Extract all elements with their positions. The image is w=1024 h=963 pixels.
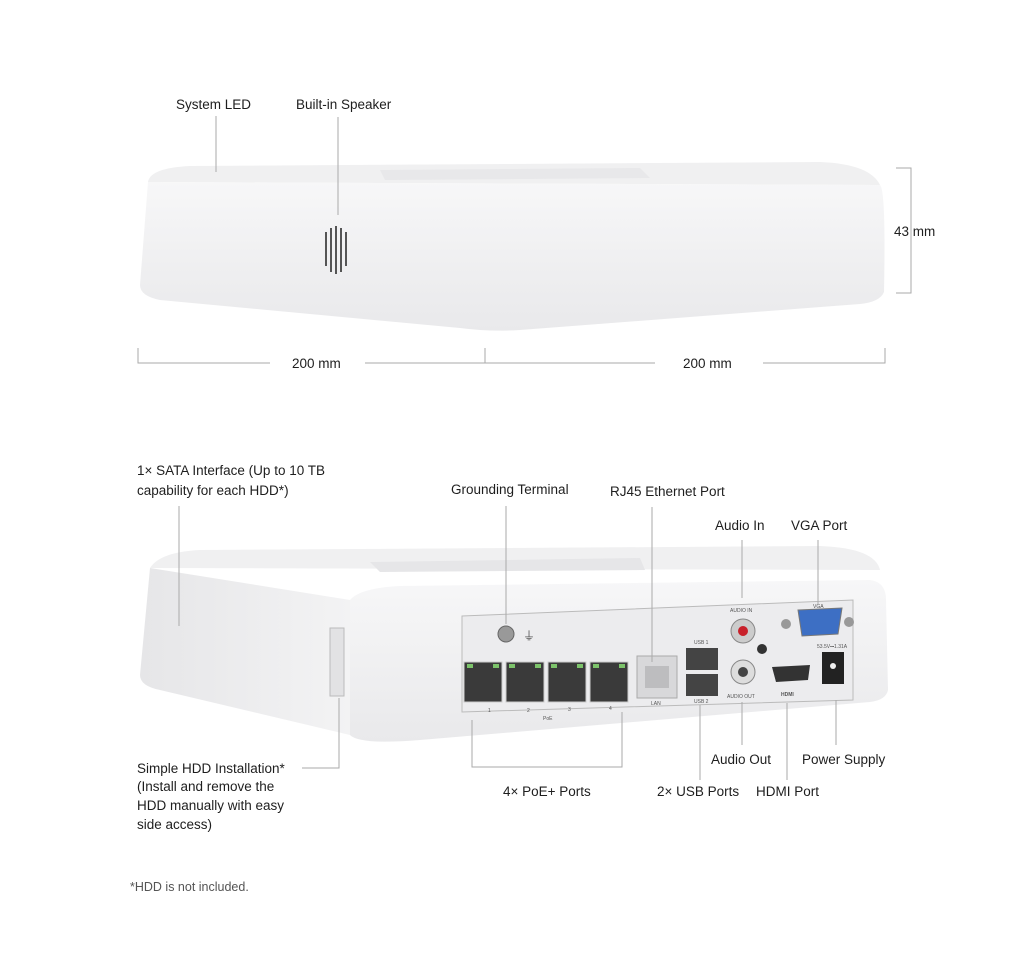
- label-sata-2: capability for each HDD*): [137, 483, 289, 498]
- marking-usb1: USB 1: [694, 640, 709, 646]
- marking-audio-in: AUDIO IN: [730, 608, 753, 614]
- marking-poe: PoE: [543, 716, 553, 722]
- label-audio-in: Audio In: [715, 518, 765, 533]
- poe-port-2: [505, 661, 545, 703]
- port-led-icon: [619, 664, 625, 668]
- port-led-icon: [577, 664, 583, 668]
- label-usb-ports: 2× USB Ports: [657, 784, 740, 799]
- marking-lan: LAN: [651, 701, 661, 707]
- speaker-grille-icon: [325, 226, 347, 274]
- ground-symbol-icon: ⏚: [523, 629, 535, 643]
- rear-leader-lines: [178, 506, 837, 780]
- label-system-led: System LED: [176, 97, 252, 112]
- label-rj45: RJ45 Ethernet Port: [610, 484, 725, 499]
- label-poe-ports: 4× PoE+ Ports: [503, 784, 591, 799]
- usb2-port: [686, 674, 718, 696]
- label-audio-out: Audio Out: [711, 752, 772, 767]
- label-vga: VGA Port: [791, 518, 848, 533]
- port-led-icon: [551, 664, 557, 668]
- marking-audio-out: AUDIO OUT: [727, 694, 755, 700]
- usb1-port: [686, 648, 718, 670]
- marking-vga: VGA: [813, 604, 824, 610]
- label-sata-1: 1× SATA Interface (Up to 10 TB: [137, 463, 325, 478]
- marking-usb2: USB 2: [694, 699, 709, 705]
- poe-port-3: [547, 661, 587, 703]
- hdd-latch: [329, 627, 345, 697]
- footnote: *HDD is not included.: [130, 880, 249, 894]
- poe-ports: [463, 661, 629, 703]
- label-built-in-speaker: Built-in Speaker: [296, 97, 392, 112]
- grounding-screw-icon: [497, 625, 515, 643]
- marking-poe-3: 3: [568, 707, 571, 713]
- label-height: 43 mm: [894, 224, 936, 239]
- port-led-icon: [593, 664, 599, 668]
- port-led-icon: [467, 664, 473, 668]
- marking-poe-2: 2: [527, 708, 530, 714]
- label-width-right: 200 mm: [683, 356, 732, 371]
- label-grounding-terminal: Grounding Terminal: [451, 482, 569, 497]
- poe-port-1: [463, 661, 503, 703]
- marking-poe-1: 1: [488, 708, 491, 714]
- port-led-icon: [509, 664, 515, 668]
- label-power-supply: Power Supply: [802, 752, 886, 767]
- label-hdmi-port: HDMI Port: [756, 784, 820, 799]
- label-hdd-4: side access): [137, 817, 213, 832]
- hdmi-port: [772, 665, 810, 682]
- port-led-icon: [535, 664, 541, 668]
- port-led-icon: [493, 664, 499, 668]
- marking-hdmi: HDMI: [781, 692, 794, 698]
- label-width-left: 200 mm: [292, 356, 341, 371]
- label-hdd-3: HDD manually with easy: [137, 798, 285, 813]
- rear-view-device: ⏚ AUDIO IN AUDIO OUT VGA USB 1 USB 2 LAN…: [140, 546, 888, 742]
- vga-port: [797, 607, 843, 637]
- label-hdd-1: Simple HDD Installation*: [137, 761, 285, 776]
- poe-port-4: [589, 661, 629, 703]
- marking-poe-4: 4: [609, 706, 612, 712]
- marking-power: 53.5V⎓1.31A: [817, 644, 848, 650]
- label-hdd-2: (Install and remove the: [137, 779, 275, 794]
- top-view-device: [140, 162, 885, 331]
- top-leader-lines: [137, 116, 912, 364]
